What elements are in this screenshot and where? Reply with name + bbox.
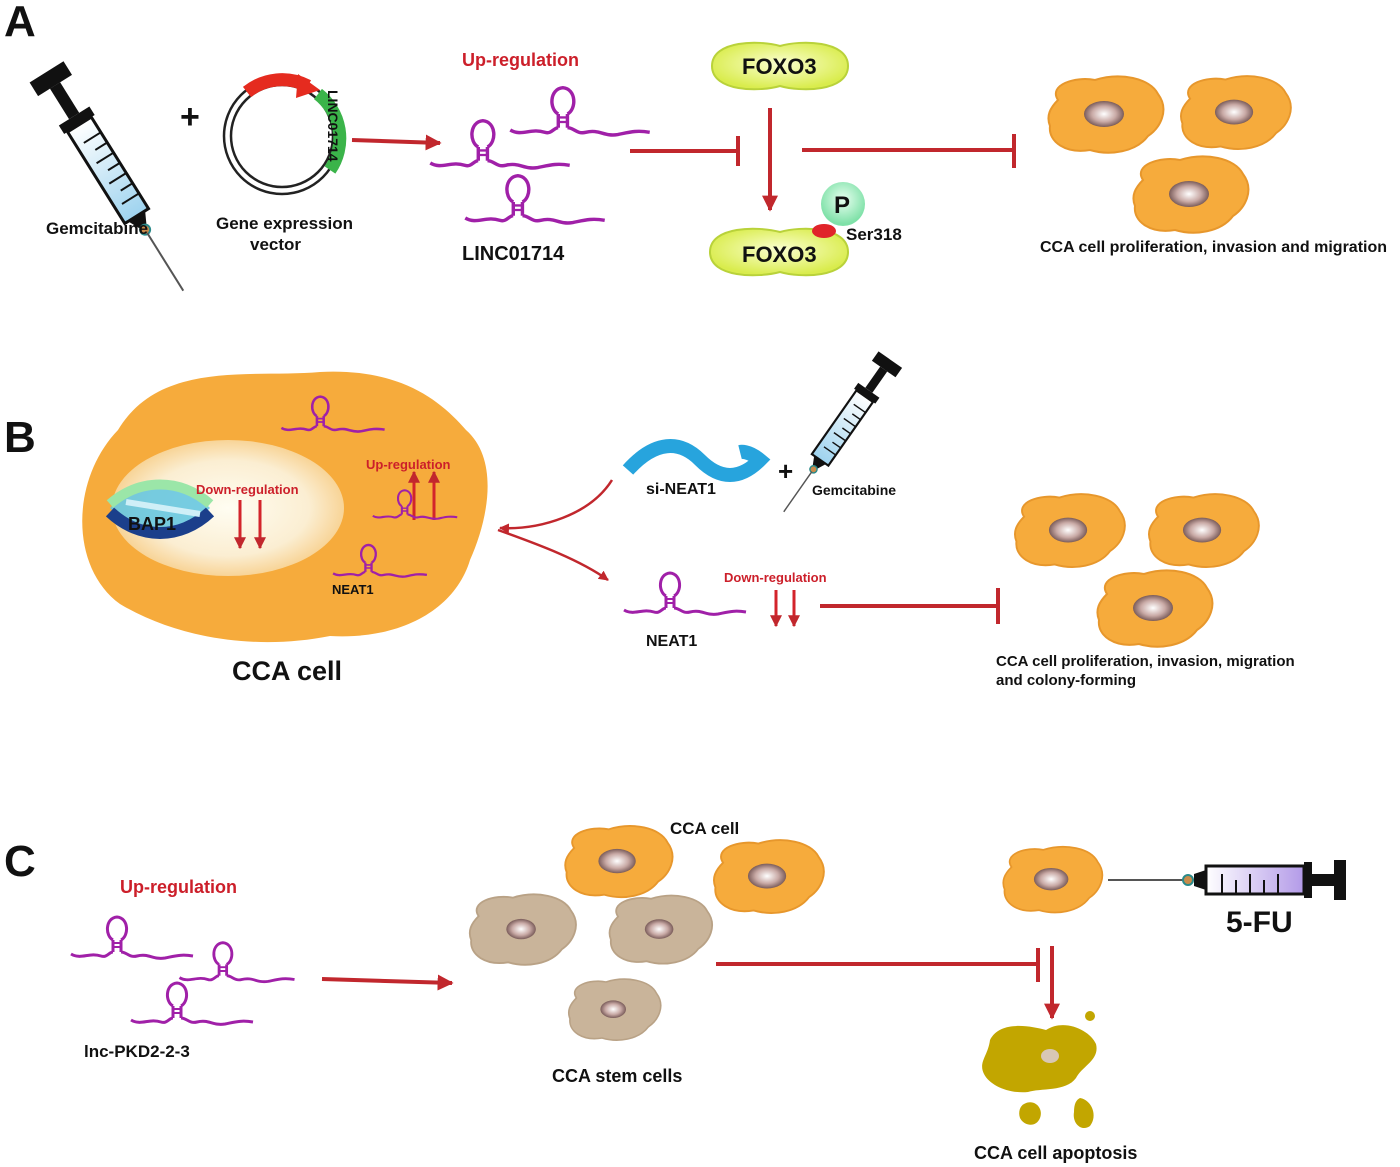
neat1-in-cell-label: NEAT1 xyxy=(332,582,374,597)
cca-cell-icon xyxy=(1132,155,1250,234)
cca-cell-icon xyxy=(1096,569,1214,648)
lnc-pkd2-label: lnc-PKD2-2-3 xyxy=(84,1042,190,1061)
ser318-label: Ser318 xyxy=(846,225,902,244)
lnc-rna-icon xyxy=(129,981,255,1026)
sirna-icon xyxy=(622,439,771,482)
si-neat1-label: si-NEAT1 xyxy=(646,481,716,498)
up-regulation-label-a: Up-regulation xyxy=(462,50,579,70)
inhibit-arrow-lnc-foxo3 xyxy=(630,136,740,166)
foxo3-bottom-label: FOXO3 xyxy=(742,242,817,267)
panel-a: A + Gemcitabine LINC01714 Gene expressio… xyxy=(4,0,1387,303)
bap1-label: BAP1 xyxy=(128,514,176,534)
outcome-a-label: CCA cell proliferation, invasion and mig… xyxy=(1040,239,1387,256)
cca-cell-icon xyxy=(1013,493,1126,568)
5fu-label: 5-FU xyxy=(1226,906,1293,939)
down-arrows-icon xyxy=(770,590,800,628)
nucleus xyxy=(112,440,344,576)
vector-label-line2: vector xyxy=(250,235,301,254)
gemcitabine-label: Gemcitabine xyxy=(46,219,148,238)
cca-stem-cell-icon xyxy=(468,893,577,966)
inhibit-arrow-neat1-cca xyxy=(820,588,1000,624)
panel-c-letter: C xyxy=(4,837,36,886)
up-arrows-icon xyxy=(408,470,440,520)
phosphate-ball-icon xyxy=(821,182,865,226)
cca-cell-icon xyxy=(712,839,825,914)
plasmid-vector-icon: LINC01714 xyxy=(222,73,347,196)
apoptosis-label: CCA cell apoptosis xyxy=(974,1143,1137,1163)
inhibit-arrow-foxo3-cca xyxy=(802,134,1016,168)
cca-stem-cell-icon xyxy=(608,894,714,965)
plus-sign: + xyxy=(180,98,200,136)
outcome-b-line1: CCA cell proliferation, invasion, migrat… xyxy=(996,653,1295,670)
cca-cell-icon xyxy=(1002,845,1104,914)
plasmid-gene-label: LINC01714 xyxy=(325,90,341,162)
lnc-rna-icon xyxy=(463,173,607,225)
cca-stem-cell-icon xyxy=(567,978,662,1042)
gemcitabine-b-label: Gemcitabine xyxy=(812,482,896,498)
linc01714-label: LINC01714 xyxy=(462,243,565,265)
up-regulation-cyto-label: Up-regulation xyxy=(366,457,451,472)
neat1-label: NEAT1 xyxy=(646,633,697,650)
cca-cell-icon xyxy=(1147,493,1260,568)
arrow-lnc-to-stem-cells xyxy=(321,974,454,991)
foxo3-bottom-protein: FOXO3 xyxy=(708,227,850,277)
plus-sign-b: + xyxy=(778,456,793,486)
arrow-vector-to-lnc xyxy=(351,134,442,151)
lnc-rna-icon xyxy=(177,941,297,984)
phosphate-label: P xyxy=(834,192,850,219)
lnc-rna-icon xyxy=(508,85,652,137)
foxo3-top-label: FOXO3 xyxy=(742,54,817,79)
cca-cell-icon xyxy=(564,825,674,899)
5fu-syringe-icon xyxy=(1108,860,1346,900)
panel-a-letter: A xyxy=(4,0,36,46)
panel-b-letter: B xyxy=(4,413,36,462)
arrow-cell-to-neat1 xyxy=(497,528,609,582)
cca-cell-c-label: CCA cell xyxy=(670,819,739,838)
up-regulation-label-c: Up-regulation xyxy=(120,877,237,897)
down-arrows-icon xyxy=(234,500,266,550)
lnc-rna-icon xyxy=(428,118,572,170)
panel-b: B BAP1 Down-regulation Up-regulation NEA… xyxy=(4,350,1295,689)
arrow-treatment-to-cell xyxy=(499,479,614,534)
ser318-site-icon xyxy=(812,224,836,238)
lnc-rna-icon xyxy=(69,915,195,960)
gemcitabine-syringe-icon xyxy=(28,59,202,303)
vector-label-line1: Gene expression xyxy=(216,214,353,233)
bap1-dna-icon: BAP1 xyxy=(105,479,215,539)
inhibit-arrow-stem-apoptosis xyxy=(716,948,1040,982)
down-regulation-neat1-label: Down-regulation xyxy=(724,570,827,585)
foxo3-top-protein: FOXO3 xyxy=(710,41,850,91)
panel-c: C Up-regulation lnc-PKD2-2-3 CCA cell CC… xyxy=(4,819,1346,1163)
cca-cell-icon xyxy=(1179,75,1292,150)
cca-cell-icon xyxy=(1047,75,1165,154)
apoptotic-cell-icon xyxy=(982,1011,1097,1129)
outcome-b-line2: and colony-forming xyxy=(996,672,1136,689)
down-regulation-nucleus-label: Down-regulation xyxy=(196,482,299,497)
cca-cell-label: CCA cell xyxy=(232,656,342,686)
cca-stem-cells-label: CCA stem cells xyxy=(552,1066,682,1086)
